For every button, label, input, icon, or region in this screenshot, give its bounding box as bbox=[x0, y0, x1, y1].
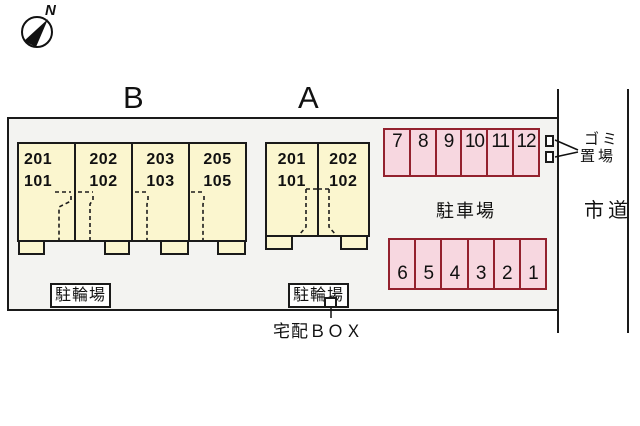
entrance-step bbox=[265, 235, 293, 250]
unit-a-201-101: 201 101 bbox=[265, 142, 319, 237]
parking-row-top: 7 8 9 10 11 12 bbox=[383, 128, 540, 177]
building-b: 201 101 202 102 203 103 205 105 bbox=[17, 142, 247, 242]
unit-lower-number: 102 bbox=[89, 173, 118, 190]
road-left-line bbox=[557, 89, 559, 333]
north-compass-icon bbox=[21, 16, 53, 48]
parking-space: 2 bbox=[492, 240, 519, 288]
delivery-box-label: 宅配ＢＯＸ bbox=[273, 322, 363, 341]
road-right-line bbox=[627, 89, 629, 333]
unit-lower-number: 101 bbox=[24, 173, 53, 190]
unit-numbers: 202 102 bbox=[76, 144, 131, 193]
entrance-step bbox=[160, 240, 189, 255]
parking-space: 4 bbox=[440, 240, 466, 288]
parking-space: 7 bbox=[392, 131, 403, 152]
city-road-label: 市道 bbox=[584, 200, 632, 222]
north-label: N bbox=[45, 2, 56, 19]
building-b-label: B bbox=[123, 80, 144, 115]
unit-a-202-102: 202 102 bbox=[316, 142, 370, 237]
unit-numbers: 205 105 bbox=[190, 144, 245, 193]
entrance-step bbox=[18, 240, 45, 255]
unit-b-201-101: 201 101 bbox=[17, 142, 76, 242]
unit-upper-number: 205 bbox=[203, 151, 232, 168]
unit-b-205-105: 205 105 bbox=[188, 142, 247, 242]
unit-numbers: 201 101 bbox=[19, 144, 74, 193]
building-a-label: A bbox=[298, 80, 319, 115]
parking-lot-label: 駐車場 bbox=[436, 201, 496, 221]
parking-space: 9 bbox=[434, 130, 461, 175]
unit-b-203-103: 203 103 bbox=[131, 142, 190, 242]
garbage-bin bbox=[545, 135, 554, 147]
unit-upper-number: 202 bbox=[89, 151, 118, 168]
unit-numbers: 203 103 bbox=[133, 144, 188, 193]
parking-space: 3 bbox=[466, 240, 493, 288]
entrance-step bbox=[217, 240, 246, 255]
unit-upper-number: 201 bbox=[277, 151, 306, 168]
unit-lower-number: 103 bbox=[146, 173, 175, 190]
parking-space: 11 bbox=[486, 130, 512, 175]
delivery-box-marker bbox=[324, 297, 337, 308]
unit-upper-number: 201 bbox=[24, 151, 53, 168]
unit-numbers: 201 101 bbox=[267, 144, 317, 193]
unit-numbers: 202 102 bbox=[319, 144, 369, 193]
unit-b-202-102: 202 102 bbox=[74, 142, 133, 242]
bicycle-parking-label-a: 駐輪場 bbox=[288, 283, 350, 308]
parking-space: 5 bbox=[414, 240, 440, 288]
unit-upper-number: 202 bbox=[329, 151, 358, 168]
entrance-step bbox=[340, 235, 368, 250]
bicycle-parking-label-b: 駐輪場 bbox=[50, 283, 112, 308]
garbage-area-label: ゴミ 置場 bbox=[580, 131, 620, 165]
garbage-label-line1: ゴミ bbox=[584, 131, 621, 148]
garbage-bin bbox=[545, 151, 554, 163]
parking-space: 1 bbox=[518, 240, 545, 288]
unit-upper-number: 203 bbox=[146, 151, 175, 168]
parking-space: 6 bbox=[397, 263, 408, 284]
garbage-label-line2: 置場 bbox=[580, 148, 617, 165]
parking-space: 8 bbox=[408, 130, 435, 175]
parking-space: 12 bbox=[512, 130, 538, 175]
unit-lower-number: 102 bbox=[329, 173, 358, 190]
parking-space: 10 bbox=[460, 130, 486, 175]
entrance-step bbox=[104, 240, 130, 255]
unit-lower-number: 101 bbox=[277, 173, 306, 190]
building-a: 201 101 202 102 bbox=[265, 142, 370, 237]
unit-lower-number: 105 bbox=[203, 173, 232, 190]
parking-row-bottom: 6 5 4 3 2 1 bbox=[388, 238, 547, 290]
